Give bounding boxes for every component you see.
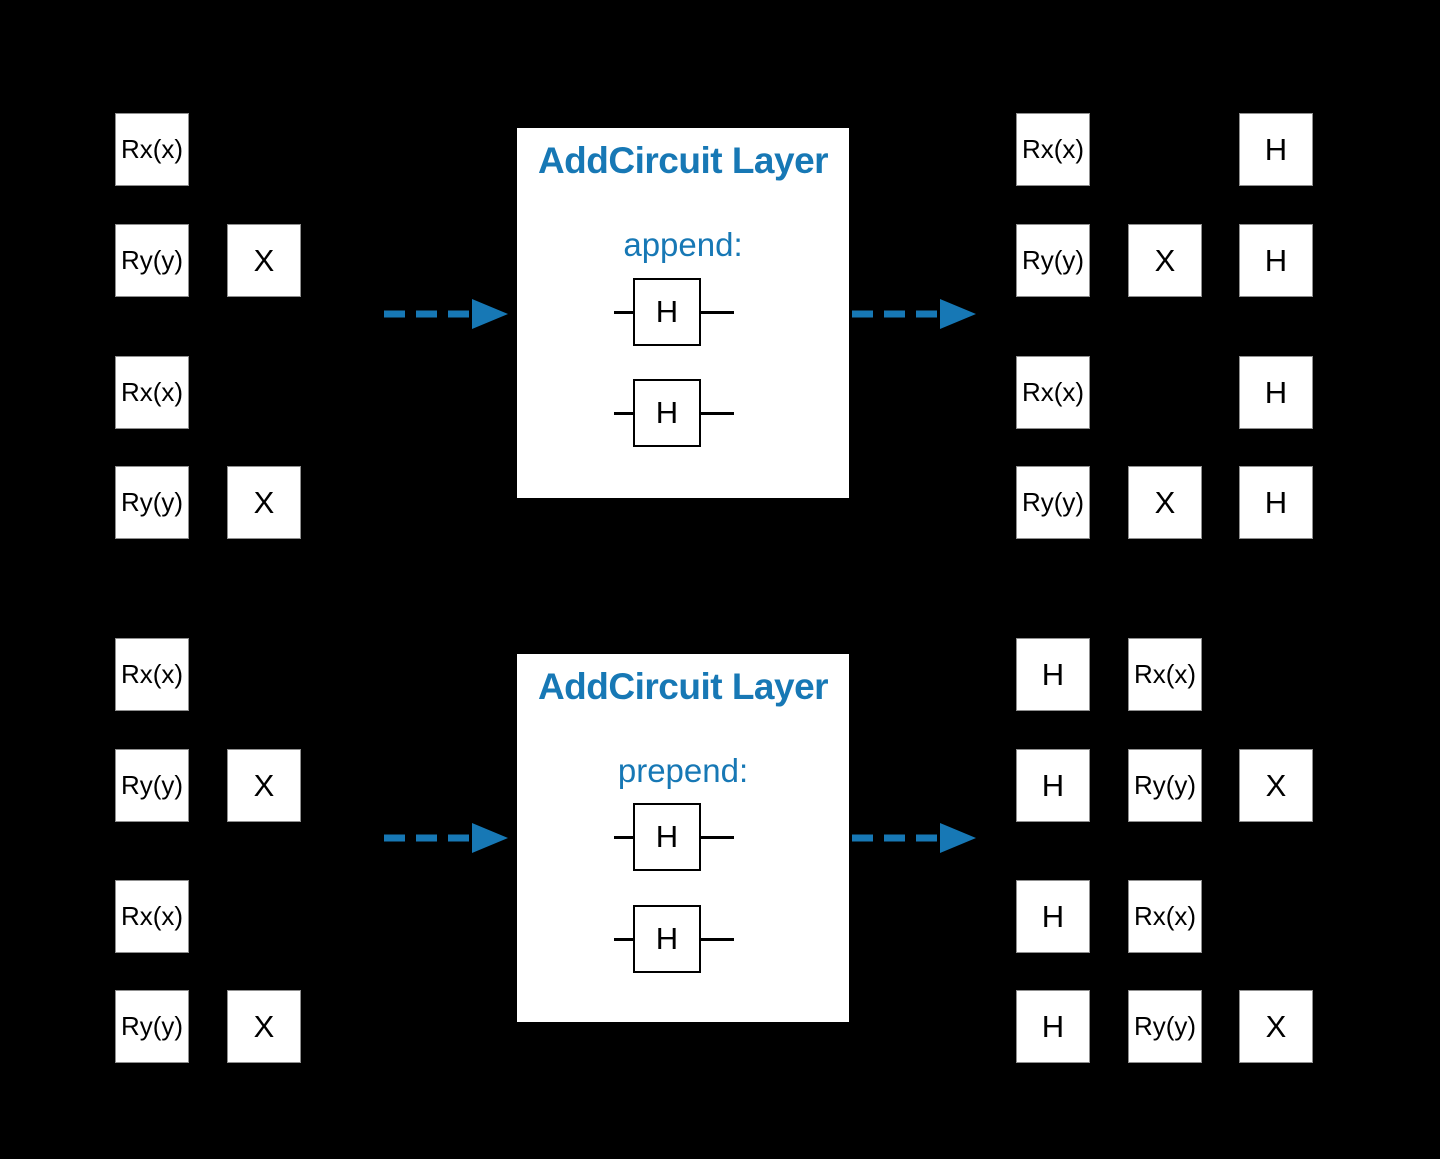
gate-box-x: X bbox=[1128, 466, 1202, 539]
gate-box-h: H bbox=[633, 379, 701, 447]
gate-box-rx-x: Rx(x) bbox=[1016, 113, 1090, 186]
gate-box-ry-y: Ry(y) bbox=[115, 224, 189, 297]
gate-box-rx-x: Rx(x) bbox=[115, 113, 189, 186]
panel-title: AddCircuit Layer bbox=[537, 140, 829, 181]
gate-box-h: H bbox=[1016, 749, 1090, 822]
gate-box-x: X bbox=[227, 749, 301, 822]
wire-right bbox=[701, 411, 734, 415]
gate-box-ry-y: Ry(y) bbox=[1128, 990, 1202, 1063]
inner-gate-row: H bbox=[614, 379, 734, 447]
inner-gate-row: H bbox=[614, 905, 734, 973]
gate-box-rx-x: Rx(x) bbox=[1128, 880, 1202, 953]
dashed-right-arrow-icon bbox=[384, 823, 508, 853]
gate-box-x: X bbox=[227, 466, 301, 539]
gate-box-h: H bbox=[633, 803, 701, 871]
gate-box-h: H bbox=[1239, 356, 1313, 429]
gate-box-ry-y: Ry(y) bbox=[115, 749, 189, 822]
gate-box-ry-y: Ry(y) bbox=[115, 466, 189, 539]
gate-box-h: H bbox=[1016, 638, 1090, 711]
gate-box-ry-y: Ry(y) bbox=[1016, 466, 1090, 539]
wire-left bbox=[614, 310, 633, 314]
gate-box-x: X bbox=[227, 224, 301, 297]
gate-box-x: X bbox=[1239, 990, 1313, 1063]
dashed-right-arrow-icon bbox=[852, 299, 976, 329]
gate-box-rx-x: Rx(x) bbox=[1016, 356, 1090, 429]
gate-box-h: H bbox=[1016, 880, 1090, 953]
gate-box-rx-x: Rx(x) bbox=[1128, 638, 1202, 711]
panel-mode-label: prepend: bbox=[617, 752, 749, 789]
gate-box-ry-y: Ry(y) bbox=[1128, 749, 1202, 822]
gate-box-h: H bbox=[1239, 466, 1313, 539]
wire-left bbox=[614, 937, 633, 941]
gate-box-x: X bbox=[1239, 749, 1313, 822]
gate-box-rx-x: Rx(x) bbox=[115, 880, 189, 953]
wire-right bbox=[701, 937, 734, 941]
gate-box-rx-x: Rx(x) bbox=[115, 356, 189, 429]
gate-box-ry-y: Ry(y) bbox=[115, 990, 189, 1063]
inner-gate-row: H bbox=[614, 803, 734, 871]
wire-left bbox=[614, 411, 633, 415]
gate-box-h: H bbox=[633, 905, 701, 973]
panel-mode-label: append: bbox=[623, 226, 743, 263]
panel-title: AddCircuit Layer bbox=[537, 666, 829, 707]
wire-right bbox=[701, 835, 734, 839]
gate-box-h: H bbox=[1239, 224, 1313, 297]
addcircuit-panel-append: AddCircuit Layer append: H H bbox=[517, 128, 849, 498]
addcircuit-panel-prepend: AddCircuit Layer prepend: H H bbox=[517, 654, 849, 1022]
gate-box-h: H bbox=[1016, 990, 1090, 1063]
dashed-right-arrow-icon bbox=[384, 299, 508, 329]
gate-box-h: H bbox=[1239, 113, 1313, 186]
gate-box-h: H bbox=[633, 278, 701, 346]
gate-box-x: X bbox=[227, 990, 301, 1063]
gate-box-x: X bbox=[1128, 224, 1202, 297]
inner-gate-row: H bbox=[614, 278, 734, 346]
gate-box-ry-y: Ry(y) bbox=[1016, 224, 1090, 297]
dashed-right-arrow-icon bbox=[852, 823, 976, 853]
gate-box-rx-x: Rx(x) bbox=[115, 638, 189, 711]
wire-left bbox=[614, 835, 633, 839]
wire-right bbox=[701, 310, 734, 314]
